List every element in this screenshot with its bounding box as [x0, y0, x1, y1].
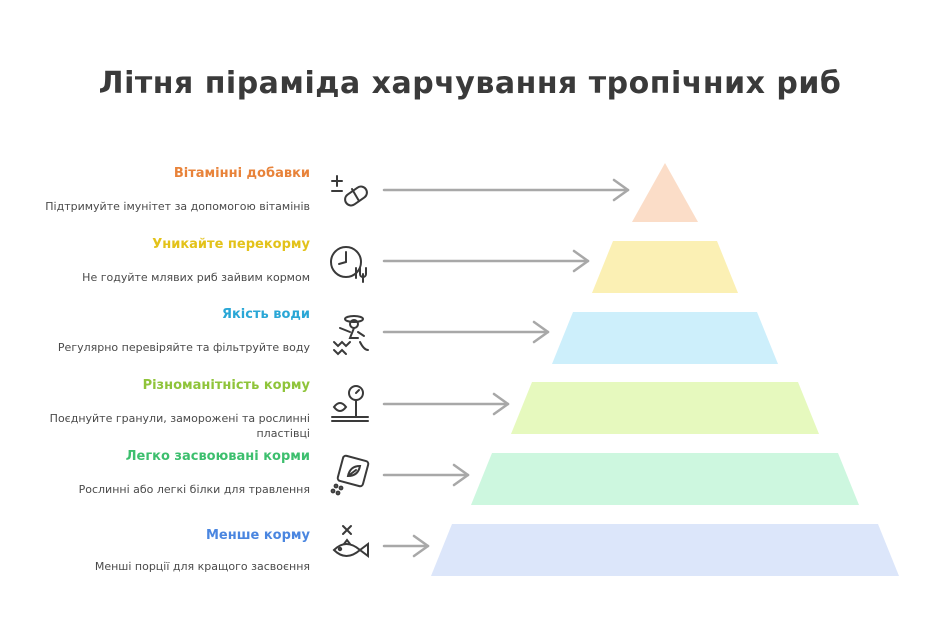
arrow-level-4	[382, 392, 510, 416]
level-5-label: Легко засвоювані корми	[125, 449, 310, 464]
pyramid-tier-4	[511, 382, 819, 434]
page-title: Літня піраміда харчування тропічних риб	[98, 66, 842, 101]
fish-cross-icon	[332, 525, 369, 558]
level-2-label: Уникайте перекорму	[152, 237, 310, 252]
pyramid-tier-1	[632, 163, 698, 222]
level-1-description: Підтримуйте імунітет за допомогою вітамі…	[45, 200, 310, 213]
pyramid-tier-6	[431, 524, 899, 576]
level-4-label: Різноманітність корму	[142, 378, 310, 393]
arrow-level-6	[382, 534, 430, 558]
pyramid-tier-5	[471, 453, 859, 505]
arrow-level-2	[382, 249, 590, 273]
level-5-description: Рослинні або легкі білки для травлення	[78, 483, 310, 496]
level-6-label: Менше корму	[205, 528, 310, 543]
level-4-description: Поєднуйте гранули, заморожені та рослинн…	[49, 412, 310, 440]
level-3-description: Регулярно перевіряйте та фільтруйте воду	[57, 341, 310, 354]
arrow-level-5	[382, 463, 470, 487]
level-3-label: Якість води	[221, 307, 310, 322]
level-1-label: Вітамінні добавки	[173, 166, 310, 181]
level-6-description: Менші порції для кращого засвоєння	[94, 560, 310, 573]
clock-fork-icon	[330, 246, 367, 283]
level-2-description: Не годуйте млявих риб зайвим кормом	[82, 271, 310, 284]
leaf-packet-icon	[330, 454, 370, 496]
scale-food-icon	[331, 385, 369, 422]
arrow-level-1	[382, 178, 630, 202]
pyramid-tier-3	[552, 312, 778, 364]
water-quality-person-icon	[333, 315, 369, 356]
pyramid-tier-2	[592, 241, 738, 293]
pill-plus-minus-icon	[331, 175, 368, 207]
arrow-level-3	[382, 320, 550, 344]
